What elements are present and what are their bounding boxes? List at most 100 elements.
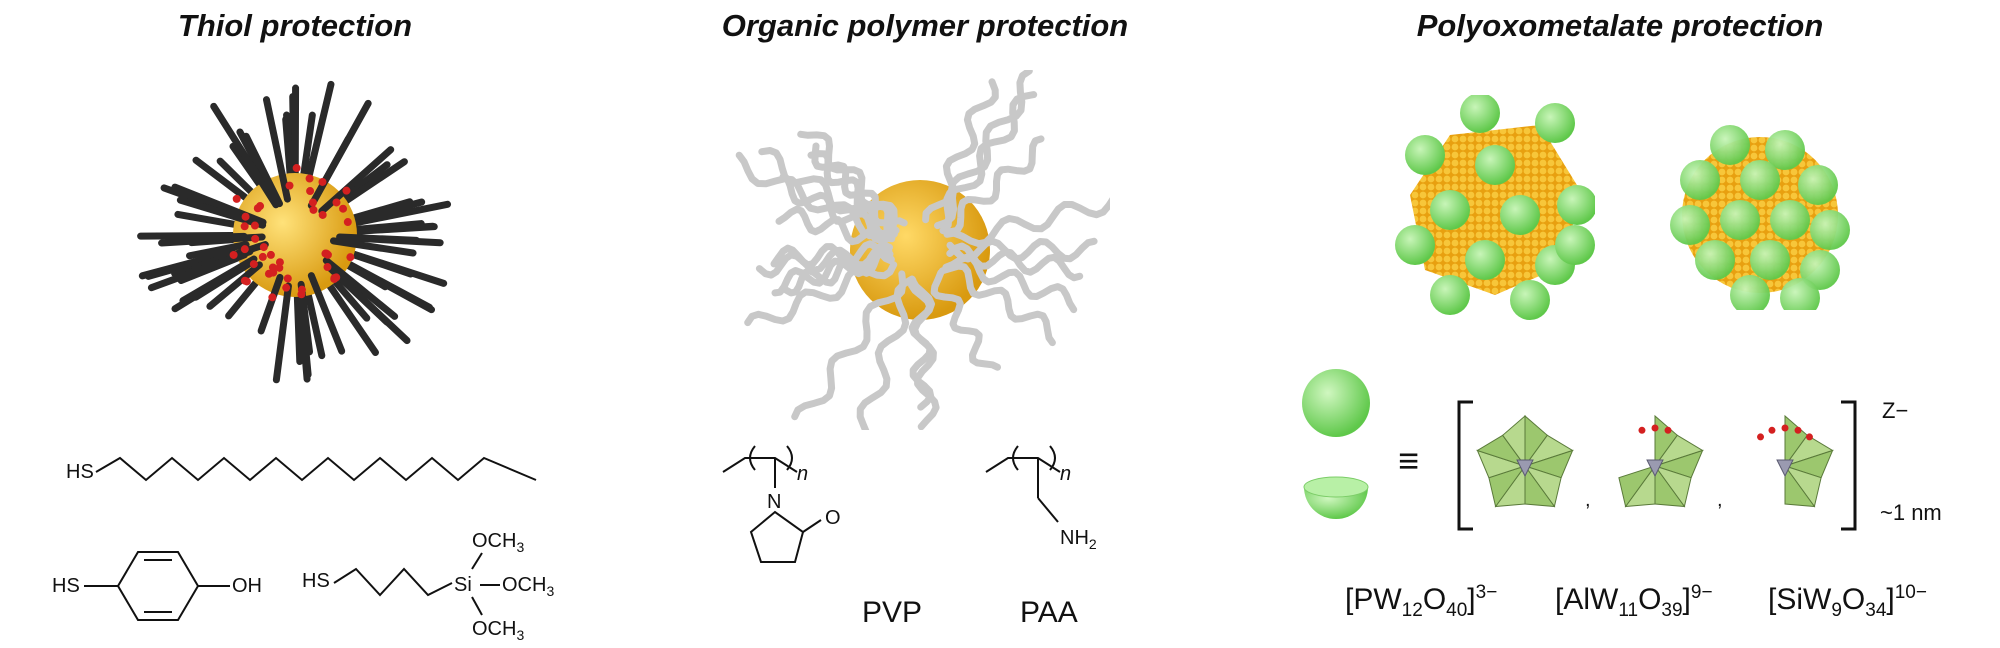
pom-sphere <box>1430 275 1470 315</box>
ligand-rod <box>307 99 372 210</box>
pom-sphere <box>1670 205 1710 245</box>
polymer-strand <box>781 247 894 297</box>
pom-sphere <box>1555 225 1595 265</box>
thiol-nanoparticle <box>130 70 460 400</box>
sulfur-atom <box>323 263 332 272</box>
pom-sphere-icon <box>1302 369 1370 437</box>
sulfur-atom <box>256 202 265 211</box>
polyhedron-face <box>1784 464 1816 508</box>
thiol-ligand-rods-front <box>147 96 420 384</box>
sulfur-atom <box>342 186 351 195</box>
sulfur-atom <box>318 210 327 219</box>
charge-label: Z− <box>1882 398 1909 423</box>
ligand-rod <box>262 96 291 203</box>
sulfur-atom <box>240 222 249 231</box>
right-bracket <box>1841 400 1857 531</box>
lacunary-polyhedron-alw11 <box>1618 414 1704 508</box>
svg-text:N: N <box>767 491 781 513</box>
sulfur-atom <box>308 198 317 207</box>
pom-sphere <box>1750 240 1790 280</box>
ligand-rod <box>165 232 248 242</box>
pom-sphere <box>1680 160 1720 200</box>
pom-sphere <box>1430 190 1470 230</box>
polymer-strand <box>930 269 1001 371</box>
pom-sphere <box>1798 165 1838 205</box>
sulfur-atom <box>321 249 330 258</box>
sulfur-atom <box>318 177 327 186</box>
ligand-rod <box>325 263 411 345</box>
sulfur-atom <box>242 277 251 286</box>
svg-text:HS: HS <box>52 575 80 597</box>
sulfur-atom <box>258 252 267 261</box>
ligand-rod <box>307 272 346 355</box>
ligand-rod <box>176 196 267 229</box>
ligand-rod <box>242 132 283 208</box>
polymer-strand <box>811 142 908 227</box>
svg-text:OCH3: OCH3 <box>472 618 524 640</box>
pom-title: Polyoxometalate protection <box>1416 8 1824 43</box>
sulfur-atom <box>266 250 275 259</box>
equivalence-sign: ≡ <box>1398 440 1420 481</box>
polymer-strand <box>735 151 900 240</box>
sulfur-atom <box>346 253 355 262</box>
left-bracket <box>1457 400 1473 531</box>
svg-text:O: O <box>825 507 841 529</box>
ligand-rod <box>206 261 263 310</box>
pom-sphere <box>1810 210 1850 250</box>
sulfur-atom <box>309 205 318 214</box>
pom-sphere <box>1460 95 1500 133</box>
central-tetrahedron <box>1516 459 1534 478</box>
sulfur-atom <box>232 194 241 203</box>
polymer-strand <box>909 276 940 430</box>
svg-text:HS: HS <box>302 570 330 592</box>
polymer-strand <box>770 240 894 269</box>
benzene-ring <box>116 551 200 621</box>
pom-sphere <box>1730 275 1770 310</box>
sulfur-atom <box>229 250 238 259</box>
svg-text:,: , <box>1717 489 1723 511</box>
svg-text:n: n <box>1060 463 1071 485</box>
lacunary-polyhedron-siw9 <box>1757 414 1834 508</box>
sulfur-atom <box>343 218 352 227</box>
ligand-rod <box>322 257 399 320</box>
polymer-strand <box>744 261 898 327</box>
formula-alw11o39: [AlW11O39]9− <box>1555 582 1713 621</box>
polymer-strand <box>755 241 893 279</box>
sulfur-atom <box>283 274 292 283</box>
sulfur-atom <box>305 174 314 183</box>
sulfur-atom <box>241 212 250 221</box>
paa-structure: n NH2 <box>980 440 1150 560</box>
polymer-strand <box>943 197 1110 248</box>
sulfur-atom <box>297 285 306 294</box>
polymer-nanoparticle <box>730 70 1110 430</box>
sulfur-atom <box>306 187 315 196</box>
sulfur-atom <box>285 181 294 190</box>
central-tetrahedron <box>1776 459 1794 478</box>
svg-text:n: n <box>797 463 808 485</box>
pom-sphere <box>1740 160 1780 200</box>
paa-label: PAA <box>1020 596 1078 629</box>
pom-sphere <box>1535 103 1575 143</box>
polymer-strand <box>939 135 1045 236</box>
polymer-strand <box>791 270 907 421</box>
pom-nanoparticle-b <box>1670 120 1850 310</box>
svg-text:OCH3: OCH3 <box>502 574 554 599</box>
ligand-rod <box>257 273 284 335</box>
keggin-polyhedron-pw12 <box>1476 414 1574 508</box>
oxygen-atom <box>1638 426 1646 434</box>
pom-sphere <box>1770 200 1810 240</box>
oxygen-atom <box>1651 424 1659 432</box>
mercaptopropyl-trimethoxysilane-structure: HS Si OCH3 OCH3 OCH3 <box>300 525 580 640</box>
sulfur-atoms <box>229 164 355 302</box>
polymer-strands <box>735 70 1110 430</box>
svg-text:NH2: NH2 <box>1060 527 1097 552</box>
polyhedron-face <box>1618 465 1657 508</box>
polymer-strand <box>940 91 1038 234</box>
pom-sphere <box>1500 195 1540 235</box>
ligand-rod <box>318 270 379 357</box>
polyhedron-face <box>1502 414 1526 468</box>
pom-sphere <box>1695 240 1735 280</box>
sulfur-atom <box>339 204 348 213</box>
pom-sphere <box>1405 135 1445 175</box>
pom-sphere <box>1710 125 1750 165</box>
